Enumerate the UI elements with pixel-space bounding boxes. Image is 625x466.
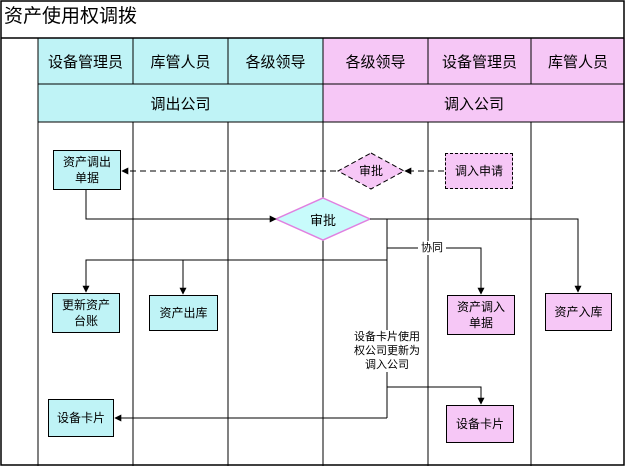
node-asset-in-doc: 资产调入 单据 — [447, 295, 515, 335]
edge-label-cooperate: 协同 — [418, 241, 446, 255]
node-update-ledger: 更新资产 台账 — [52, 293, 120, 333]
node-approve-main: 审批 — [309, 214, 336, 229]
node-transfer-request: 调入申请 — [445, 153, 513, 189]
node-asset-out-doc: 资产调出 单据 — [53, 150, 121, 190]
lane-header-in-device-admin: 设备管理员 — [441, 52, 517, 71]
node-asset-outbound: 资产出库 — [149, 295, 218, 331]
node-asset-inbound: 资产入库 — [545, 293, 612, 331]
lane-header-in-warehouse: 库管人员 — [547, 52, 608, 71]
lane-header-in-leaders: 各级领导 — [345, 52, 406, 71]
node-device-card-in: 设备卡片 — [446, 405, 514, 443]
company-in-header: 调入公司 — [443, 94, 504, 113]
company-out-header: 调出公司 — [150, 94, 211, 113]
node-device-card-out: 设备卡片 — [48, 399, 114, 437]
edge-label-card-update: 设备卡片使用 权公司更新为 调入公司 — [347, 330, 427, 372]
lane-header-out-device-admin: 设备管理员 — [47, 52, 123, 71]
lane-header-out-leaders: 各级领导 — [245, 52, 306, 71]
page-title: 资产使用权调拨 — [4, 5, 138, 27]
lane-header-out-warehouse: 库管人员 — [150, 52, 211, 71]
node-approve-small: 审批 — [358, 164, 383, 178]
